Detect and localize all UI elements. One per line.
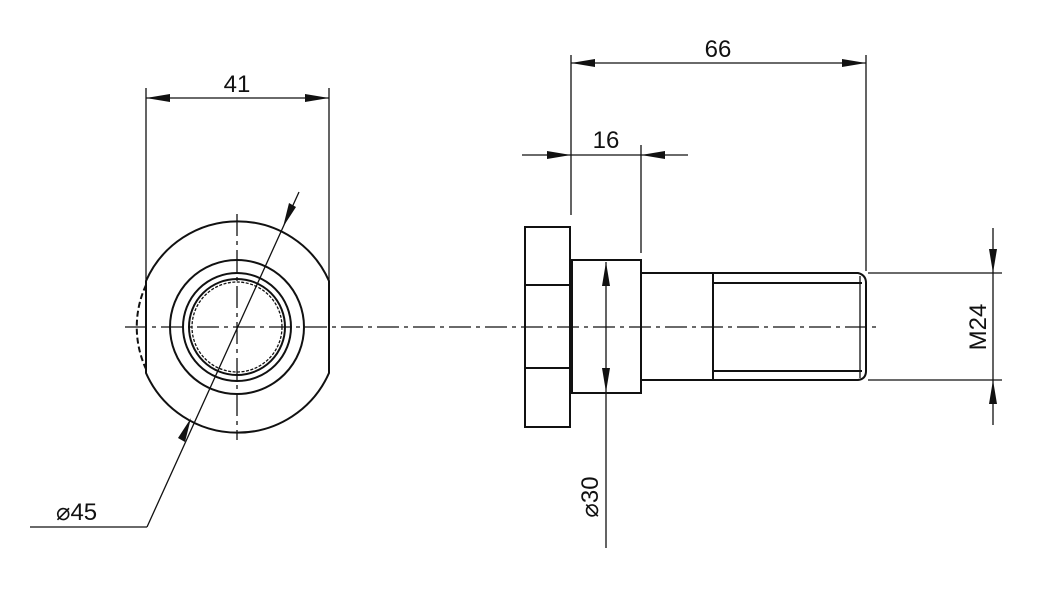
dimension-m24: M24: [868, 228, 1002, 425]
hex-head: [524, 226, 571, 428]
side-view: [524, 226, 867, 428]
dimension-label: ⌀45: [56, 499, 97, 526]
dimension-diameter-30: ⌀30: [577, 262, 610, 548]
dimension-label: 16: [593, 127, 620, 154]
hex-outline: [145, 220, 330, 434]
dimension-66: 66: [570, 36, 867, 271]
dimension-label: ⌀30: [577, 476, 604, 517]
flat-arc-left: [135, 284, 147, 370]
dimension-label: 66: [705, 36, 732, 63]
shank: [641, 272, 867, 381]
dimension-label: M24: [965, 304, 992, 351]
dimension-41: 41: [145, 71, 330, 283]
dimension-diameter-45: ⌀45: [30, 191, 300, 528]
dimension-16: 16: [522, 127, 688, 253]
dimension-label: 41: [224, 71, 251, 98]
